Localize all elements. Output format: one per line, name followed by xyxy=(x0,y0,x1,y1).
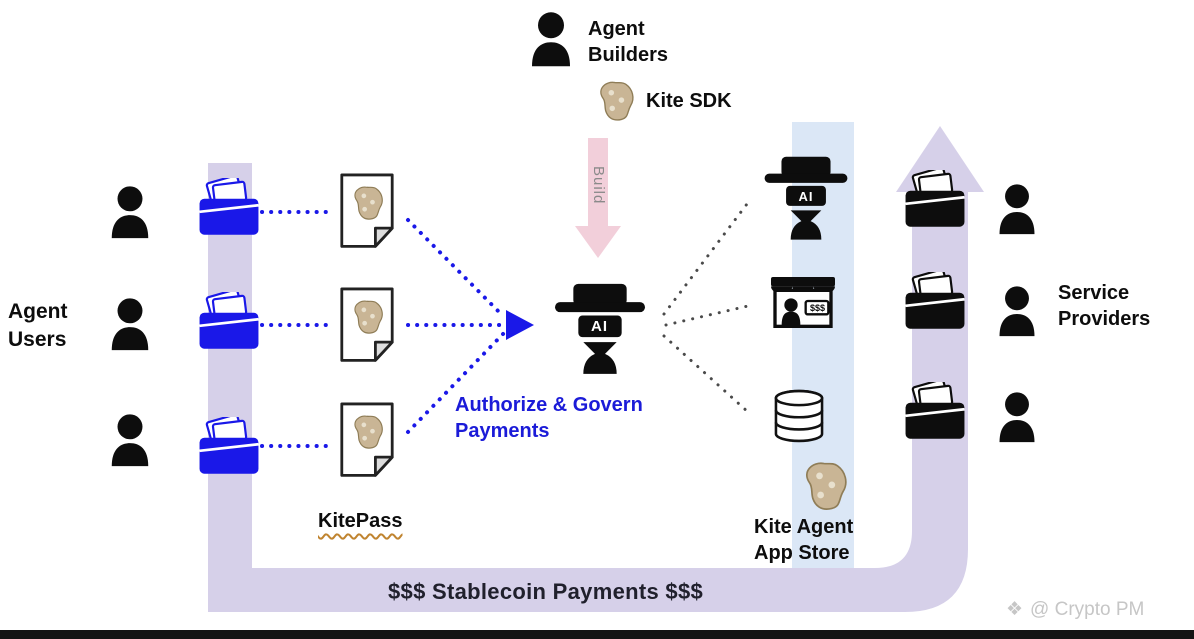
merchant-storefront-icon xyxy=(763,270,843,344)
ai-agent-icon-label: AI xyxy=(591,317,608,335)
authorize-arrowhead-icon xyxy=(506,310,534,340)
crypto-pm-logo-icon: ❖ xyxy=(1006,599,1024,620)
agent-user-person-icon xyxy=(106,296,154,352)
service-provider-person-icon xyxy=(994,284,1040,338)
kitepass-document-icon xyxy=(332,284,402,366)
kitepass-document-icon xyxy=(332,399,402,481)
kitepass-label: KitePass xyxy=(318,510,403,532)
service-providers-label: Service Providers xyxy=(1058,282,1151,331)
agent-user-person-icon xyxy=(106,412,154,468)
user-wallet-icon xyxy=(196,178,262,238)
build-label: Build xyxy=(590,166,607,205)
watermark-text: @ Crypto PM xyxy=(1030,598,1145,620)
user-wallet-icon xyxy=(196,417,262,477)
provider-wallet-icon xyxy=(902,382,968,442)
app-store-connectors xyxy=(662,198,752,414)
storefront-price-label: $$$ xyxy=(809,303,826,313)
build-arrow xyxy=(575,138,621,258)
user-wallet-icon xyxy=(196,292,262,352)
kite-agent-app-store-label: Kite Agent App Store xyxy=(754,516,854,565)
agent-user-person-icon xyxy=(106,184,154,240)
agent-users-label: Agent Users xyxy=(8,300,68,351)
agent-builders-label: Agent Builders xyxy=(588,18,669,67)
kite-sdk-label: Kite SDK xyxy=(646,90,732,112)
kite-sdk-icon xyxy=(592,78,638,124)
bottom-bar xyxy=(0,630,1194,639)
service-provider-person-icon xyxy=(994,182,1040,236)
kitepass-document-icon xyxy=(332,170,402,252)
watermark: ❖ @ Crypto PM xyxy=(1006,598,1144,621)
agent-builder-person-icon xyxy=(526,10,576,68)
stablecoin-flow-band xyxy=(208,126,984,612)
kitepass-connectors xyxy=(260,210,506,448)
stablecoin-payments-label: $$$ Stablecoin Payments $$$ xyxy=(388,579,704,604)
service-provider-person-icon xyxy=(994,390,1040,444)
provider-wallet-icon xyxy=(902,272,968,332)
database-icon xyxy=(762,384,836,448)
authorize-govern-payments-label: Authorize & Govern Payments xyxy=(455,394,643,443)
store-ai-agent-icon-label: AI xyxy=(798,188,814,204)
kite-app-store-logo-icon xyxy=(796,458,852,514)
provider-wallet-icon xyxy=(902,170,968,230)
